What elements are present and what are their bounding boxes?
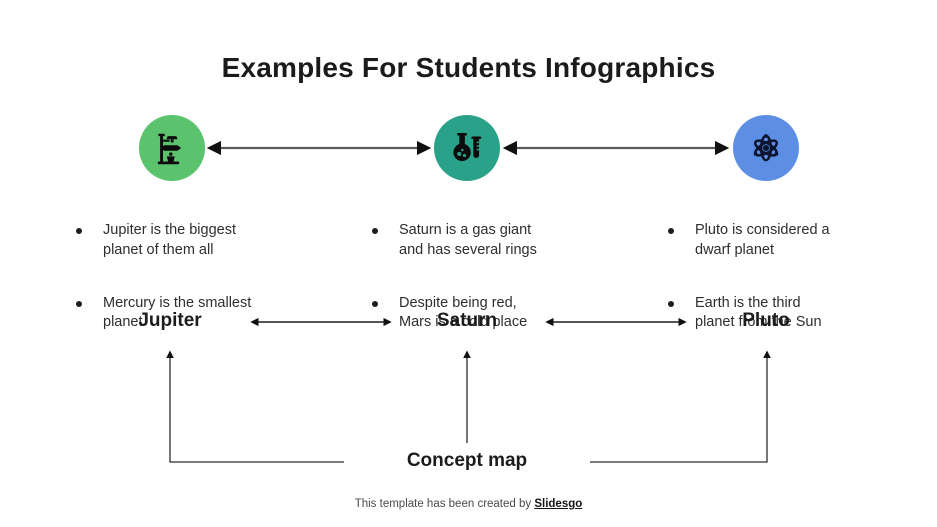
page-title: Examples For Students Infographics: [221, 52, 716, 83]
planet-label-pluto: Pluto: [742, 310, 790, 331]
atom-node-circle: [733, 115, 799, 181]
list-item: Earth is the third planet from the Sun: [660, 294, 900, 333]
atom-icon: [746, 128, 786, 168]
bullet-list-jupiter: Jupiter is the biggest planet of them al…: [68, 202, 308, 366]
bullet-list-saturn: Saturn is a gas giant and has several ri…: [364, 202, 604, 366]
node-circle-jupiter: [139, 115, 205, 181]
planet-label-saturn: Saturn: [436, 310, 498, 331]
connector-conceptmap-jupiter: [166, 350, 344, 463]
footer-credit: This template has been created by Slides…: [0, 498, 937, 510]
flask-icon: [448, 129, 486, 167]
list-item: Jupiter is the biggest planet of them al…: [68, 221, 308, 260]
lab-stand-icon: [153, 129, 191, 167]
node-circle-saturn: [434, 115, 500, 181]
list-item: Pluto is considered a dwarf planet: [660, 221, 900, 260]
planet-label-jupiter: Jupiter: [138, 310, 202, 331]
footer-credit-text: This template has been created by: [354, 498, 535, 510]
slidesgo-brand-link[interactable]: Slidesgo: [534, 498, 583, 510]
list-item: Saturn is a gas giant and has several ri…: [364, 221, 604, 260]
list-item: Despite being red, Mars is a cold place: [364, 294, 604, 333]
connector-conceptmap-pluto: [590, 350, 771, 463]
bullet-list-pluto: Pluto is considered a dwarf planet Earth…: [660, 202, 900, 366]
list-item: Mercury is the smallest planet: [68, 294, 308, 333]
concept-map-label: Concept map: [406, 450, 528, 471]
